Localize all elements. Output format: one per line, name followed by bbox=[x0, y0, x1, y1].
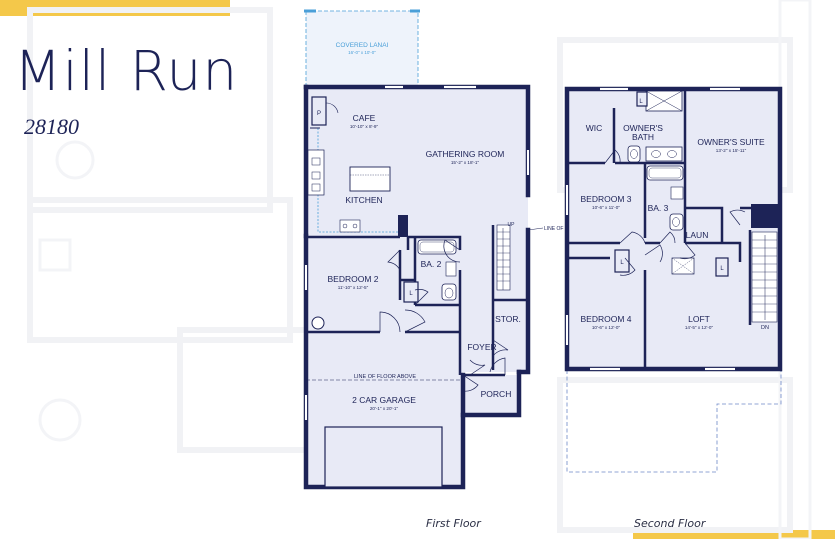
hall-linen-label-2: L bbox=[720, 266, 724, 272]
kitchen-label: KITCHEN bbox=[345, 195, 382, 205]
gathering-room-dim: 15'-2" x 18'-1" bbox=[451, 160, 480, 165]
second-floor-plan: WIC OWNER'S BATH L OWNER'S SUITE 13'-2" … bbox=[564, 86, 783, 473]
bedroom-4-dim: 10'-6" x 12'-0" bbox=[592, 325, 621, 330]
porch-label: PORCH bbox=[481, 389, 512, 399]
bedroom-2-label: BEDROOM 2 bbox=[327, 274, 378, 284]
plan-number: 28180 bbox=[24, 114, 79, 139]
loft-dim: 14'-5" x 12'-0" bbox=[685, 325, 714, 330]
covered-lanai-label: COVERED LANAI bbox=[336, 42, 389, 49]
garage-label: 2 CAR GARAGE bbox=[352, 395, 416, 405]
bath-2-label: BA. 2 bbox=[421, 259, 442, 269]
foyer-label: FOYER bbox=[467, 342, 496, 352]
wic-label: WIC bbox=[586, 123, 603, 133]
bedroom-2-dim: 11'-10" x 12'-5" bbox=[338, 285, 369, 290]
line-of-label: LINE OF bbox=[544, 226, 563, 232]
first-floor-caption: First Floor bbox=[426, 517, 481, 530]
page-title: Mill Run bbox=[14, 39, 239, 103]
stairs-down-label: DN bbox=[761, 325, 769, 331]
cafe-label: CAFE bbox=[353, 113, 376, 123]
pantry-label: P bbox=[317, 111, 321, 117]
owners-bath-label-line2: BATH bbox=[632, 132, 654, 142]
hall-linen-label-1: L bbox=[620, 260, 624, 266]
bedroom-4-label: BEDROOM 4 bbox=[580, 314, 631, 324]
owners-suite-dim: 13'-2" x 15'-11" bbox=[716, 148, 747, 153]
stairs-up-label: UP bbox=[508, 222, 516, 228]
bath-3-label: BA. 3 bbox=[648, 203, 669, 213]
bedroom-3-dim: 10'-6" x 11'-0" bbox=[592, 205, 620, 210]
gathering-room-label: GATHERING ROOM bbox=[426, 149, 505, 159]
line-of-floor-above-label: LINE OF FLOOR ABOVE bbox=[354, 374, 416, 380]
loft-label: LOFT bbox=[688, 314, 710, 324]
linen-closet-label: L bbox=[409, 291, 413, 297]
garage-dim: 20'-1" x 20'-1" bbox=[370, 406, 399, 411]
covered-lanai-dim: 16'-0" x 10'-0" bbox=[348, 50, 376, 55]
owners-bath-label-line1: OWNER'S bbox=[623, 123, 663, 133]
first-floor-plan: COVERED LANAI 16'-0" x 10'-0" CAFE 10'-1… bbox=[303, 9, 563, 490]
owners-suite-label: OWNER'S SUITE bbox=[697, 137, 765, 147]
second-floor-caption: Second Floor bbox=[634, 517, 706, 530]
covered-lanai-area bbox=[305, 10, 419, 88]
cafe-dim: 10'-10" x 8'-9" bbox=[350, 124, 379, 129]
storage-label: STOR. bbox=[495, 314, 521, 324]
accent-bar-bottom bbox=[633, 530, 835, 539]
owners-linen-label: L bbox=[639, 99, 643, 105]
laundry-label: LAUN bbox=[686, 230, 709, 240]
bedroom-3-label: BEDROOM 3 bbox=[580, 194, 631, 204]
